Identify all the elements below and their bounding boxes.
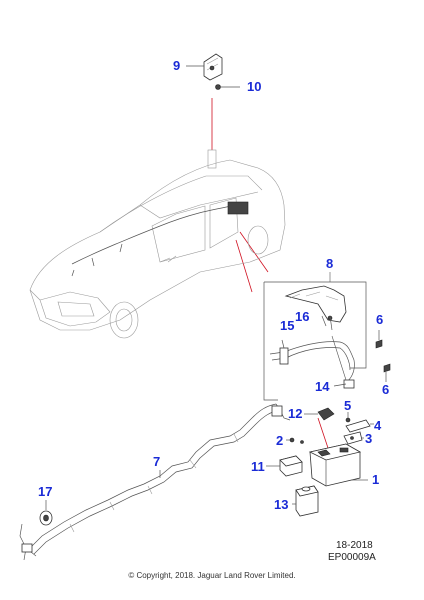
part-10-screw [215, 84, 240, 90]
part-3-bracket [343, 431, 364, 445]
part-17-grommet [39, 500, 53, 526]
callout-6-upper: 6 [376, 312, 383, 327]
part-2-bolt [286, 437, 304, 444]
part-6-clip-lower [383, 363, 391, 382]
drawing-id: EP00009A [328, 552, 376, 563]
detail-box [263, 281, 367, 401]
callout-14: 14 [315, 379, 330, 394]
red-leader-lines [211, 98, 329, 449]
callout-3: 3 [365, 431, 372, 446]
callout-11: 11 [251, 459, 265, 474]
callout-1: 1 [372, 472, 379, 487]
car-outline [29, 149, 286, 339]
part-11-cover [266, 455, 303, 477]
callout-16: 16 [295, 309, 309, 324]
part-1-battery [308, 443, 368, 487]
part-9-bracket [203, 53, 223, 81]
reference-code: 18-2018 [336, 540, 373, 551]
part-6-clip-upper [375, 330, 383, 349]
part-7-harness [19, 403, 291, 561]
callout-15: 15 [280, 318, 294, 333]
part-13-container [292, 485, 319, 517]
callout-8: 8 [326, 256, 333, 271]
callout-6-lower: 6 [382, 382, 389, 397]
callout-13: 13 [274, 497, 288, 512]
callout-5: 5 [344, 398, 351, 413]
callout-7: 7 [153, 454, 160, 469]
copyright-text: © Copyright, 2018. Jaguar Land Rover Lim… [128, 571, 295, 580]
part-4-bracket [345, 419, 374, 433]
callout-9: 9 [173, 58, 180, 73]
callout-2: 2 [276, 433, 283, 448]
callout-10: 10 [247, 79, 261, 94]
callout-leaders [329, 272, 347, 381]
callout-17: 17 [38, 484, 52, 499]
callout-4: 4 [374, 418, 382, 433]
callout-12: 12 [288, 406, 302, 421]
part-12-terminal-cover [304, 407, 335, 421]
part-5-bolt [345, 412, 351, 423]
